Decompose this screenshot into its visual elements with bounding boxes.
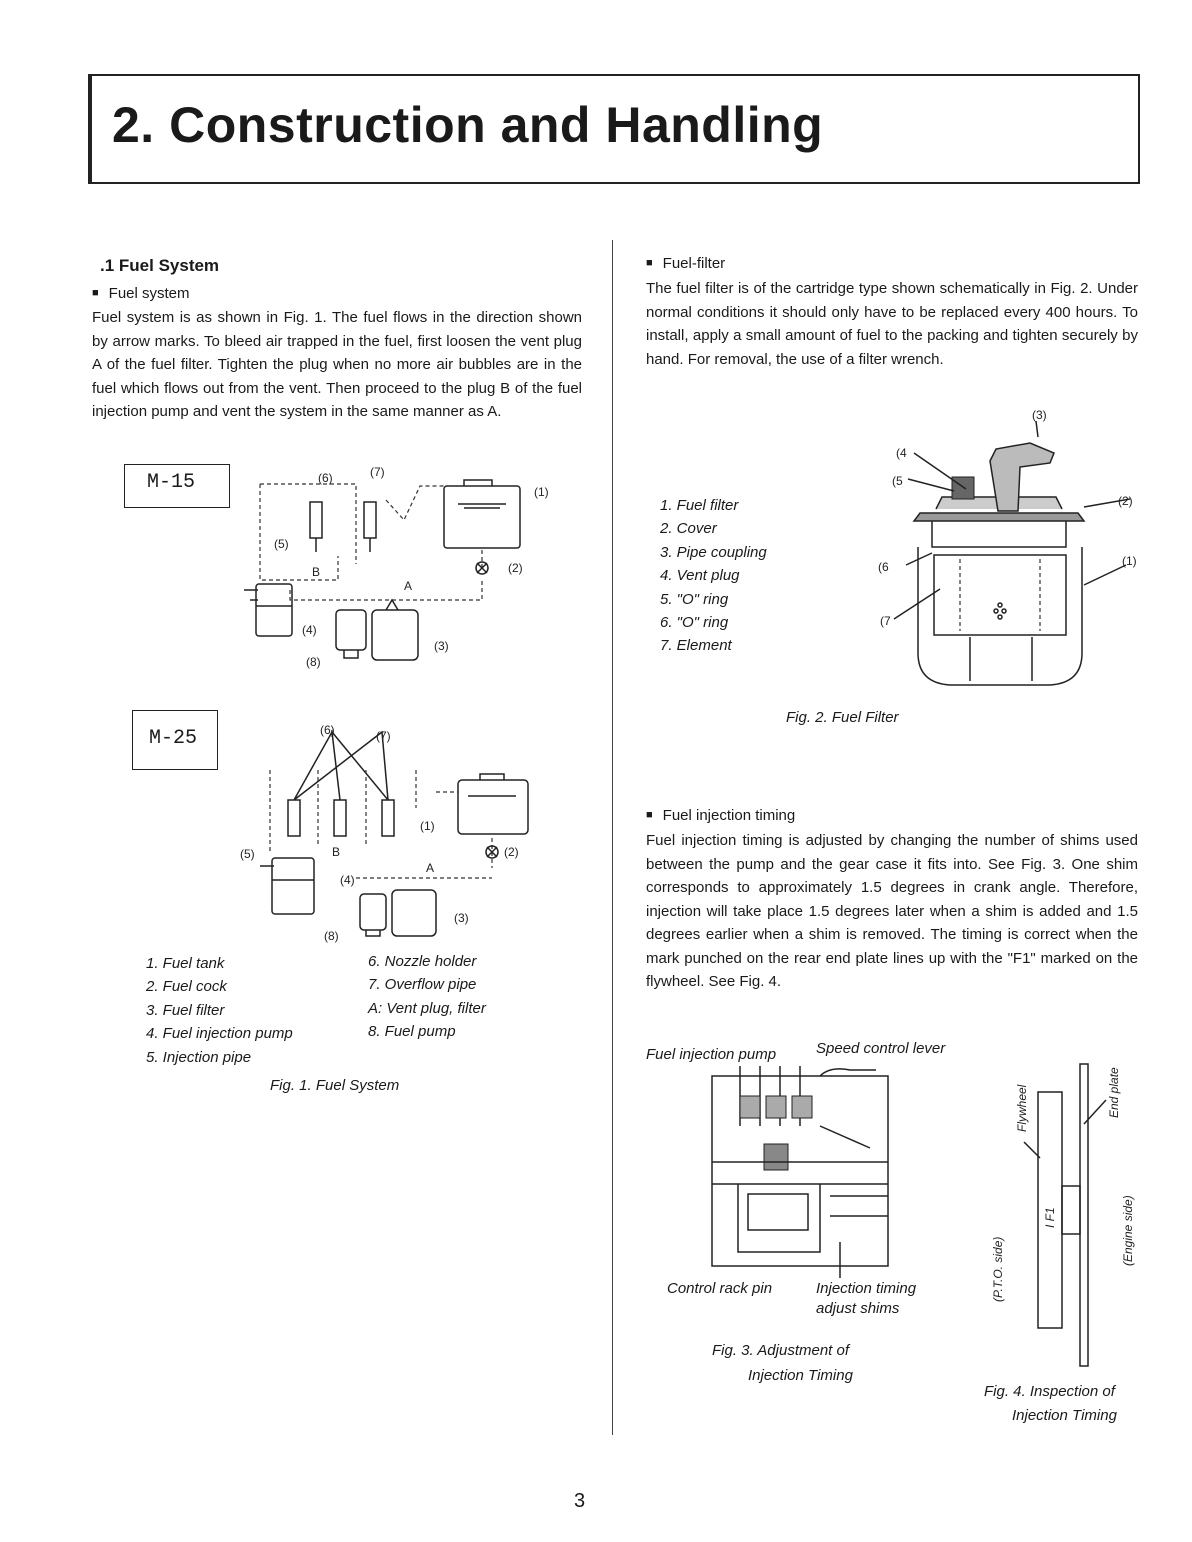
legend-item: 4. Fuel injection pump [146, 1025, 293, 1043]
fig3-caption-1: Fig. 3. Adjustment of [712, 1342, 850, 1359]
legend-item: 5. "O" ring [660, 590, 729, 608]
fuel-filter-heading: Fuel-filter [646, 255, 726, 272]
fig4-caption-1: Fig. 4. Inspection of [984, 1383, 1115, 1400]
svg-text:(7): (7) [376, 729, 391, 743]
timing-paragraph: Fuel injection timing is adjusted by cha… [646, 832, 1138, 990]
legend-item: 7. Overflow pipe [368, 976, 477, 994]
svg-text:(Engine side): (Engine side) [1121, 1195, 1135, 1266]
fuel-filter-paragraph: The fuel filter is of the cartridge type… [646, 280, 1138, 368]
fig4-caption-2: Injection Timing [1012, 1407, 1117, 1424]
timing-heading: Fuel injection timing [646, 807, 796, 824]
legend-item: 2. Fuel cock [146, 978, 227, 996]
svg-text:(7: (7 [880, 614, 891, 628]
svg-text:(1): (1) [534, 485, 549, 499]
fuel-system-paragraph: Fuel system is as shown in Fig. 1. The f… [92, 309, 582, 420]
svg-text:(2): (2) [1118, 494, 1133, 508]
svg-text:(7): (7) [370, 465, 385, 479]
injection-pump-diagram [711, 1066, 889, 1278]
model-label-m15: M-15 [124, 464, 230, 508]
fuel-system-subheading: Fuel system [92, 285, 190, 302]
fig1-caption: Fig. 1. Fuel System [270, 1077, 400, 1094]
svg-text:(1): (1) [1122, 554, 1137, 568]
svg-text:(5): (5) [274, 537, 289, 551]
column-divider [612, 240, 613, 1435]
svg-text:(2): (2) [508, 561, 523, 575]
fig2-legend: 1. Fuel filter 2. Cover 3. Pipe coupling… [660, 494, 767, 658]
svg-text:(4): (4) [340, 873, 355, 887]
page-number: 3 [574, 1490, 586, 1512]
svg-text:(4): (4) [302, 623, 317, 637]
fig3-label-rack: Control rack pin [667, 1280, 773, 1297]
svg-text:A: A [426, 861, 434, 875]
svg-text:(6: (6 [878, 560, 889, 574]
svg-text:(4: (4 [896, 446, 907, 460]
flywheel-end-plate-diagram: Flywheel End plate I F1 (P.T.O. side) (E… [991, 1063, 1135, 1367]
fig3-label-lever: Speed control lever [816, 1040, 946, 1057]
svg-text:(8): (8) [306, 655, 321, 669]
svg-text:(3): (3) [454, 911, 469, 925]
legend-item: 5. Injection pipe [146, 1048, 252, 1066]
svg-text:A: A [404, 579, 412, 593]
svg-text:(3): (3) [1032, 408, 1047, 422]
legend-item: 7. Element [660, 637, 732, 655]
svg-text:(6): (6) [320, 723, 335, 737]
fig3-label-shims-2: adjust shims [816, 1300, 900, 1317]
legend-item: 1. Fuel tank [146, 955, 225, 972]
svg-text:(2): (2) [504, 845, 519, 859]
legend-item: 2. Cover [660, 520, 717, 538]
legend-item: A: Vent plug, filter [368, 999, 486, 1017]
fuel-filter-diagram: (4 (5 (3) (2) (1) (6 (7 [878, 408, 1137, 686]
page-title: 2. Construction and Handling [112, 97, 824, 153]
legend-item: 3. Fuel filter [146, 1001, 225, 1019]
svg-text:(1): (1) [420, 819, 435, 833]
legend-item: 8. Fuel pump [368, 1023, 456, 1041]
m15-fuel-system-diagram: (6) (7) (1) (2) (3) (4) (5) (8) A B [244, 465, 549, 669]
svg-text:(6): (6) [318, 471, 333, 485]
legend-item: 1. Fuel filter [660, 497, 739, 514]
fig3-label-pump: Fuel injection pump [646, 1046, 777, 1063]
svg-text:B: B [332, 845, 340, 859]
legend-item: 3. Pipe coupling [660, 543, 767, 561]
legend-item: 6. "O" ring [660, 614, 729, 632]
svg-text:I F1: I F1 [1043, 1207, 1057, 1228]
fig1-legend-col1: 1. Fuel tank 2. Fuel cock 3. Fuel filter… [146, 952, 293, 1069]
fig2-caption: Fig. 2. Fuel Filter [786, 709, 899, 726]
svg-text:End plate: End plate [1107, 1067, 1121, 1118]
fig1-legend-col2: 6. Nozzle holder 7. Overflow pipe A: Ven… [368, 950, 486, 1044]
section-heading: .1 Fuel System [100, 256, 220, 275]
legend-item: 6. Nozzle holder [368, 953, 477, 970]
model-label-m25: M-25 [132, 710, 218, 770]
svg-text:(P.T.O. side): (P.T.O. side) [991, 1237, 1005, 1302]
svg-text:(5: (5 [892, 474, 903, 488]
m25-fuel-system-diagram: (6) (7) (1) (2) (3) (4) (5) (8) A B [240, 723, 529, 943]
svg-text:Flywheel: Flywheel [1015, 1084, 1029, 1132]
title-frame [88, 74, 1140, 184]
fig3-caption-2: Injection Timing [748, 1367, 853, 1384]
legend-item: 4. Vent plug [660, 567, 740, 585]
svg-text:B: B [312, 565, 320, 579]
svg-text:(3): (3) [434, 639, 449, 653]
svg-text:(5): (5) [240, 847, 255, 861]
fig3-label-shims-1: Injection timing [816, 1280, 917, 1297]
svg-text:(8): (8) [324, 929, 339, 943]
